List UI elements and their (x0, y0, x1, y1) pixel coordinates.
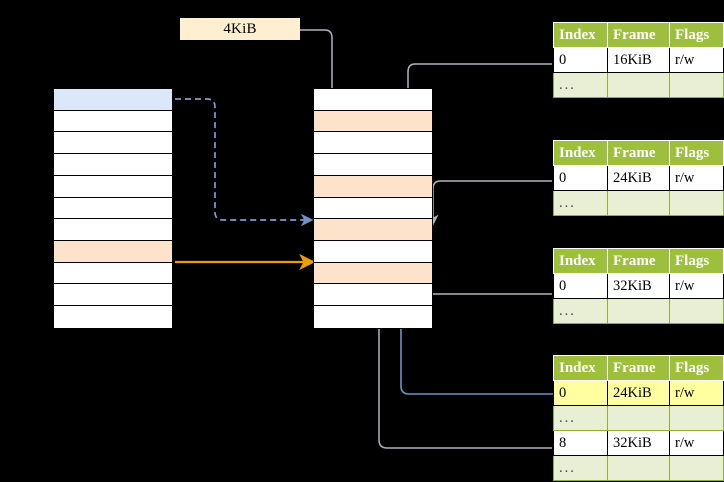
cell-index[interactable]: 0 (553, 273, 608, 299)
virtual-page-cell-1[interactable] (54, 110, 172, 133)
column-header-frame: Frame (607, 248, 670, 274)
wire-table3-to-frame (415, 266, 552, 295)
cell-flags[interactable] (669, 455, 724, 481)
physical-frame-cell-9[interactable] (314, 284, 432, 307)
column-header-index: Index (553, 248, 608, 274)
physical-frame-cell-1[interactable] (314, 110, 432, 133)
cell-index[interactable]: 0 (553, 47, 608, 73)
cell-index[interactable]: ... (553, 190, 608, 216)
wire-table2-to-frame (427, 180, 552, 226)
cell-frame[interactable]: 32KiB (607, 273, 670, 299)
physical-frame-cell-10[interactable] (314, 306, 432, 328)
cell-index[interactable]: 0 (553, 165, 608, 191)
column-header-frame: Frame (607, 140, 670, 166)
cell-flags[interactable] (669, 190, 724, 216)
virtual-page-cell-3[interactable] (54, 154, 172, 176)
cell-frame[interactable]: 32KiB (607, 430, 670, 456)
column-header-index: Index (553, 140, 608, 166)
table-row[interactable]: ... (553, 72, 724, 98)
cell-flags[interactable] (669, 72, 724, 98)
cell-flags[interactable]: r/w (669, 47, 724, 73)
column-header-frame: Frame (607, 22, 670, 48)
cell-frame[interactable] (607, 190, 670, 216)
cell-flags[interactable]: r/w (669, 430, 724, 456)
cell-flags[interactable] (669, 298, 724, 324)
wire-virtual-page-to-frame (175, 98, 314, 227)
table-row[interactable]: ... (553, 405, 724, 431)
cell-flags[interactable]: r/w (669, 380, 724, 406)
cell-frame[interactable]: 24KiB (607, 380, 670, 406)
cell-frame[interactable]: 24KiB (607, 165, 670, 191)
table-row[interactable]: ... (553, 190, 724, 216)
table-row[interactable]: ... (553, 298, 724, 324)
cell-flags[interactable] (669, 405, 724, 431)
column-header-index: Index (553, 355, 608, 381)
cell-index[interactable]: ... (553, 298, 608, 324)
column-header-flags: Flags (669, 22, 724, 48)
virtual-page-cell-2[interactable] (54, 132, 172, 155)
physical-frame-cell-2[interactable] (314, 132, 432, 155)
virtual-address-space-column (53, 88, 173, 329)
cell-frame[interactable] (607, 455, 670, 481)
physical-frame-cell-8[interactable] (314, 262, 432, 285)
cell-flags[interactable]: r/w (669, 273, 724, 299)
virtual-page-cell-0[interactable] (54, 89, 172, 111)
column-header-frame: Frame (607, 355, 670, 381)
cell-index[interactable]: ... (553, 405, 608, 431)
cell-frame[interactable] (607, 298, 670, 324)
column-header-flags: Flags (669, 355, 724, 381)
cell-index[interactable]: ... (553, 455, 608, 481)
virtual-page-cell-8[interactable] (54, 262, 172, 285)
physical-frame-cell-4[interactable] (314, 175, 432, 198)
virtual-page-cell-9[interactable] (54, 284, 172, 307)
cell-frame[interactable] (607, 405, 670, 431)
physical-frame-cell-3[interactable] (314, 154, 432, 176)
physical-frame-cell-7[interactable] (314, 241, 432, 263)
table-row[interactable]: ... (553, 455, 724, 481)
physical-memory-column (313, 88, 433, 329)
physical-frame-cell-6[interactable] (314, 219, 432, 242)
cell-index[interactable]: ... (553, 72, 608, 98)
virtual-page-cell-7[interactable] (54, 241, 172, 263)
cell-frame[interactable] (607, 72, 670, 98)
page-size-label: 4KiB (223, 20, 257, 37)
virtual-page-cell-5[interactable] (54, 197, 172, 220)
column-header-flags: Flags (669, 248, 724, 274)
physical-frame-cell-5[interactable] (314, 197, 432, 220)
virtual-page-cell-10[interactable] (54, 306, 172, 328)
column-header-flags: Flags (669, 140, 724, 166)
cell-frame[interactable]: 16KiB (607, 47, 670, 73)
physical-frame-cell-0[interactable] (314, 89, 432, 111)
virtual-page-cell-6[interactable] (54, 219, 172, 242)
virtual-page-cell-4[interactable] (54, 175, 172, 198)
column-header-index: Index (553, 22, 608, 48)
page-size-chip: 4KiB (180, 18, 300, 40)
cell-flags[interactable]: r/w (669, 165, 724, 191)
cell-index[interactable]: 8 (553, 430, 608, 456)
cell-index[interactable]: 0 (553, 380, 608, 406)
